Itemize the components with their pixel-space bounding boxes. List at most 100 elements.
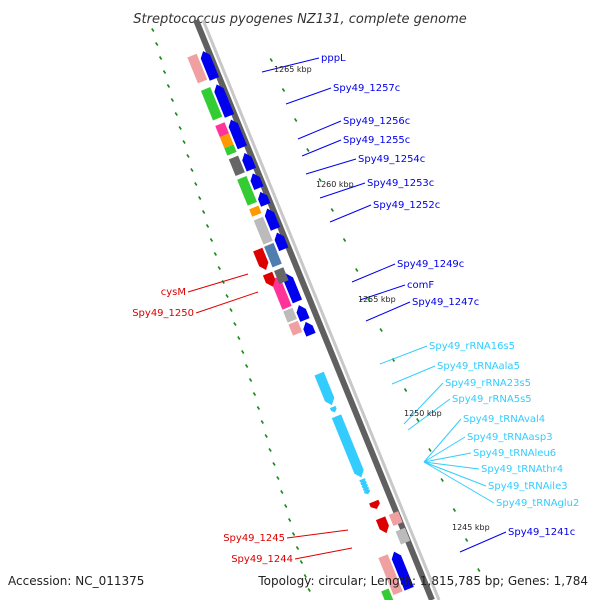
- tick-outer: [205, 224, 210, 228]
- trna-small-arrow: [363, 489, 371, 495]
- tick-outer: [260, 420, 264, 424]
- tick-inner: [367, 298, 371, 302]
- leader-line: [285, 87, 332, 105]
- gene-1257c-green-block: [224, 144, 237, 156]
- genome-backbone: [193, 18, 441, 600]
- tick-outer: [190, 168, 194, 172]
- forward-gene-label: comF: [407, 280, 434, 291]
- tick-outer: [217, 266, 221, 270]
- leader-line: [423, 461, 480, 470]
- forward-gene-label: Spy49_1254c: [358, 154, 425, 165]
- reverse-gene-label: Spy49_1245: [223, 533, 285, 544]
- tick-outer: [201, 210, 206, 214]
- forward-gene-label: Spy49_1257c: [333, 83, 400, 94]
- forward-gene-label: Spy49_1253c: [367, 178, 434, 189]
- gene-1249c-arrow: [283, 273, 303, 304]
- tick-outer: [158, 56, 163, 60]
- tick-outer: [162, 70, 167, 74]
- tick-inner: [440, 478, 444, 482]
- genome-summary-text: Topology: circular; Length: 1,815,785 bp…: [257, 574, 588, 588]
- tick-outer: [186, 154, 190, 158]
- gene-labels: pppLSpy49_1257cSpy49_1256cSpy49_1255cSpy…: [132, 53, 579, 565]
- tick-inner: [294, 118, 298, 122]
- leader-line: [365, 301, 411, 322]
- tick-inner: [355, 268, 359, 272]
- leader-line: [261, 57, 320, 73]
- leader-line: [423, 418, 462, 463]
- scale-label: 1250 kbp: [404, 409, 442, 418]
- gene-1253c-arrow: [264, 208, 281, 231]
- leader-line: [319, 182, 366, 199]
- tick-outer: [155, 42, 159, 46]
- leader-line: [423, 452, 472, 463]
- tick-inner: [269, 58, 273, 62]
- tick-outer: [209, 238, 214, 242]
- tick-outer: [248, 378, 253, 382]
- tick-outer: [174, 112, 178, 116]
- gene-1241c-arrow: [391, 551, 414, 591]
- gene-1258-arrow: [200, 51, 220, 81]
- tick-outer: [178, 126, 182, 130]
- tick-outer: [299, 560, 304, 564]
- gene-1254c-arrow: [258, 191, 271, 207]
- forward-gene-label: Spy49_1241c: [508, 527, 575, 538]
- gene-1244-arrow: [375, 516, 389, 534]
- tick-outer: [244, 364, 249, 368]
- tick-outer: [151, 28, 155, 32]
- tick-outer: [268, 448, 272, 452]
- leader-line: [301, 139, 342, 157]
- leader-line: [329, 204, 372, 223]
- scale-label: 1260 kbp: [316, 180, 354, 189]
- gene-pppl-arrow: [214, 84, 235, 118]
- gene-1247c-arrow: [303, 321, 316, 337]
- gene-comf-arrow: [296, 305, 310, 322]
- leader-line: [423, 436, 466, 463]
- tick-inner: [330, 208, 334, 212]
- gene-1255c-color-block: [237, 175, 257, 206]
- leader-line: [403, 382, 444, 425]
- tick-outer: [198, 196, 202, 200]
- rna-gene-label: Spy49_tRNAala5: [437, 361, 520, 372]
- gene-1258-color-block: [187, 53, 208, 84]
- rna-gene-label: Spy49_tRNAval4: [463, 414, 545, 425]
- tick-outer: [287, 518, 292, 522]
- leader-line: [187, 273, 249, 293]
- gene-1241c-green-block: [381, 588, 397, 600]
- tick-outer: [256, 406, 261, 410]
- rna-gene-label: Spy49_tRNAile3: [488, 481, 568, 492]
- reverse-gene-label: Spy49_1250: [132, 308, 194, 319]
- rna-gene-label: Spy49_tRNAthr4: [481, 464, 563, 475]
- gene-1255c-arrow: [250, 173, 264, 191]
- tick-outer: [166, 84, 171, 88]
- gene-1247c-color-block: [288, 320, 303, 336]
- gene-comf-color-block: [283, 307, 297, 323]
- tick-outer: [225, 294, 229, 298]
- tick-marks: [151, 28, 481, 592]
- leader-line: [423, 461, 487, 487]
- gene-1241c-color-block: [378, 554, 403, 596]
- rrna-23s-arrow: [331, 414, 364, 478]
- gene-1252c-arrow: [274, 232, 289, 252]
- leader-line: [351, 263, 396, 283]
- tick-outer: [213, 252, 218, 256]
- tick-inner: [281, 88, 286, 92]
- tick-outer: [182, 140, 186, 144]
- tick-inner: [416, 418, 420, 422]
- tick-outer: [233, 322, 237, 326]
- leader-line: [195, 291, 259, 314]
- tick-outer: [307, 588, 311, 592]
- leader-line: [391, 365, 436, 385]
- gene-1245-color-block: [388, 511, 403, 526]
- scale-label: 1255 kbp: [358, 295, 396, 304]
- tick-inner: [464, 538, 469, 542]
- reverse-gene-label: cysM: [161, 287, 186, 298]
- forward-gene-label: pppL: [321, 53, 346, 64]
- accession-text: Accession: NC_011375: [8, 574, 144, 588]
- tick-outer: [241, 350, 245, 354]
- leader-line: [297, 120, 342, 140]
- rna-gene-label: Spy49_rRNA16s5: [429, 341, 515, 352]
- tick-inner: [318, 178, 322, 182]
- leader-line: [294, 547, 353, 560]
